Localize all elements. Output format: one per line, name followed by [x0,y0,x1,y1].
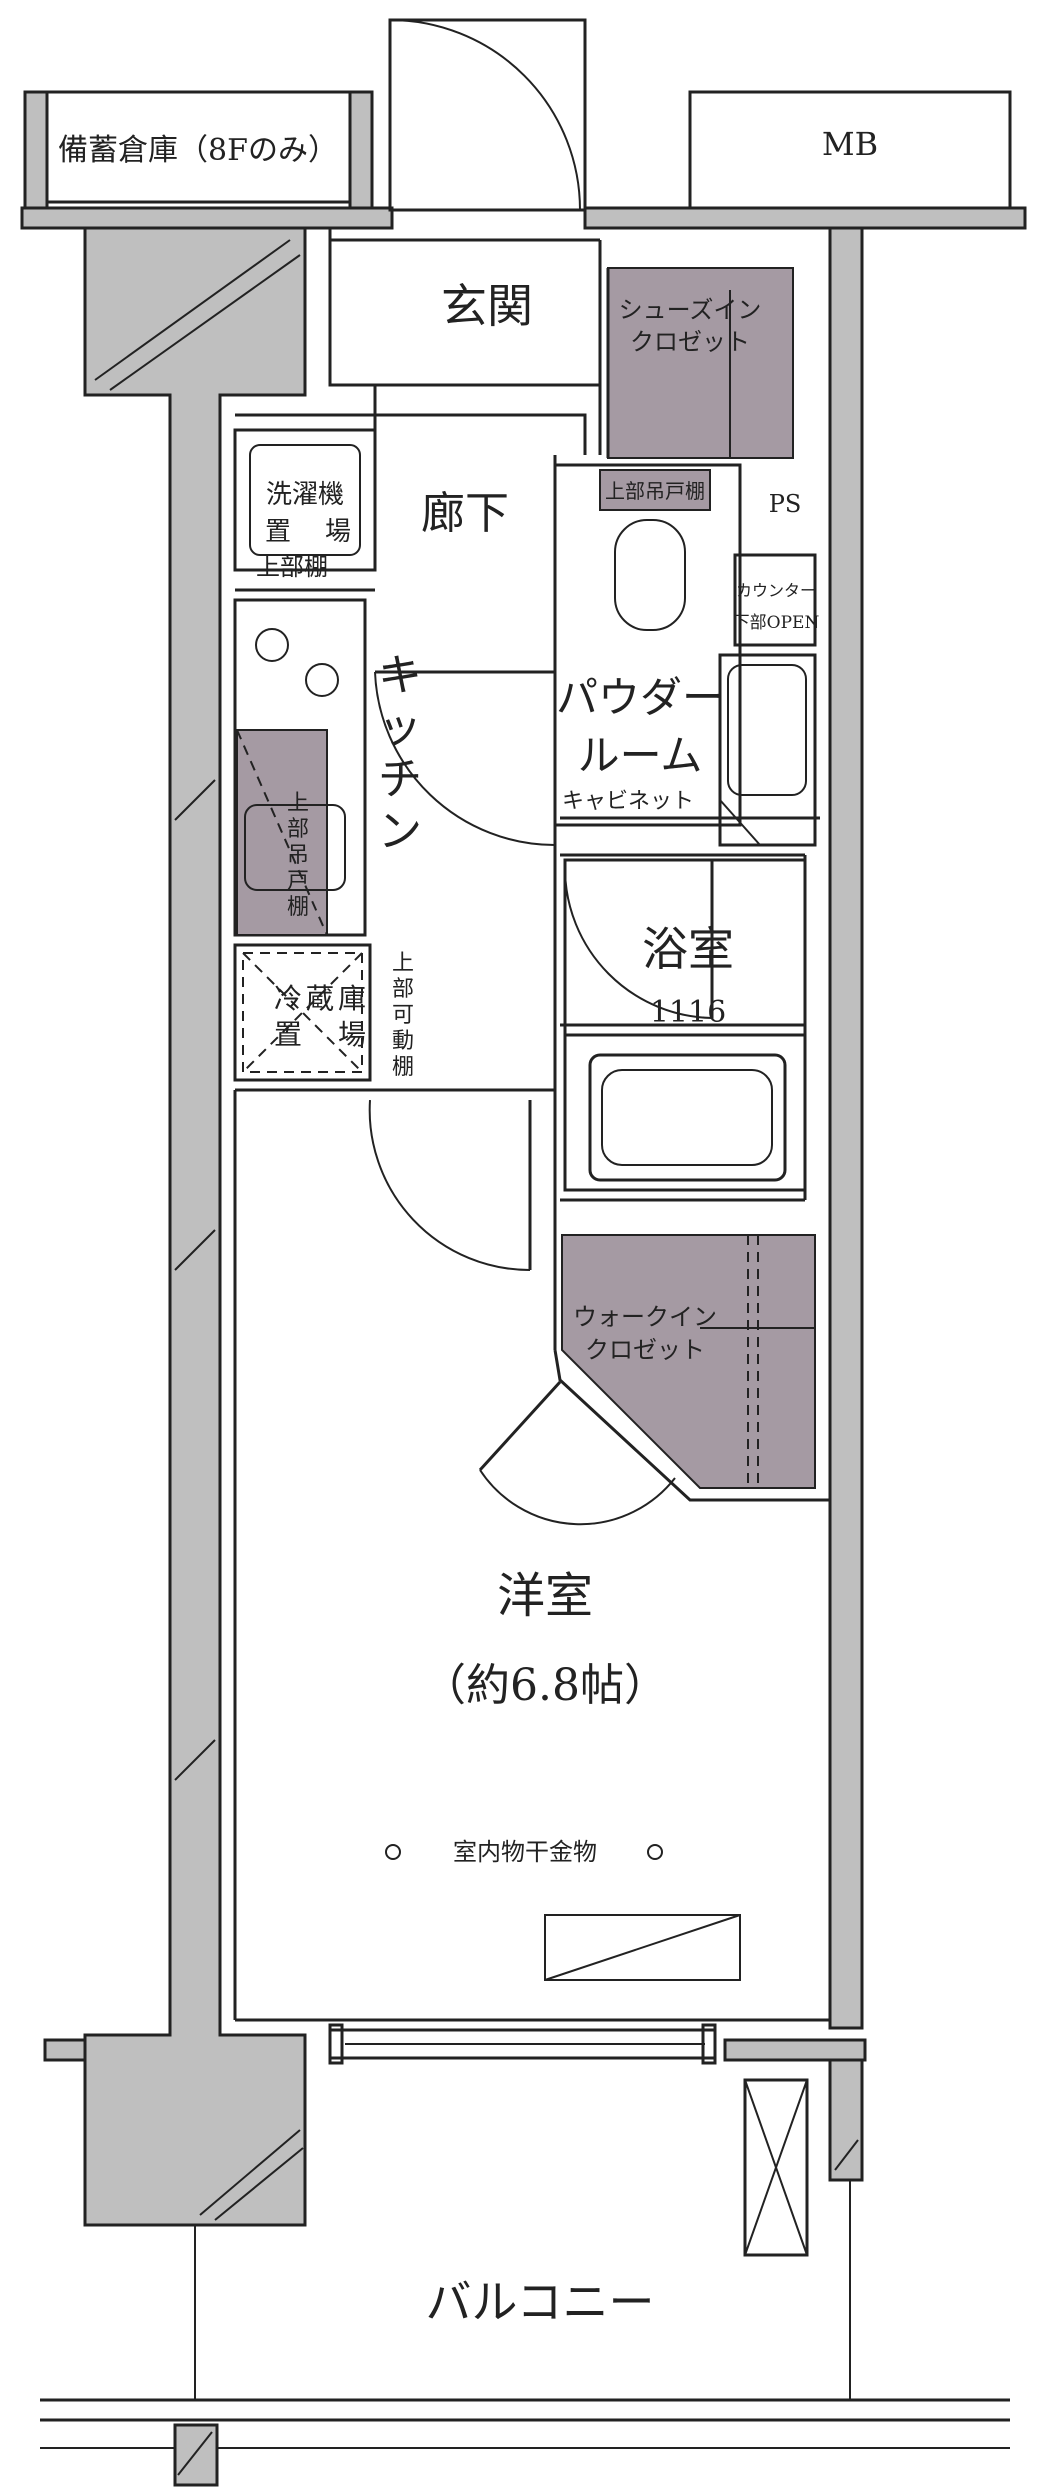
kitchen-label-4: ン [378,806,422,857]
powder-label-2: ルーム [578,731,703,780]
western-room-label: 洋室 [497,1568,593,1624]
ps-label: PS [769,490,802,518]
mb-label: MB [822,125,878,163]
room-door[interactable] [368,1099,532,1272]
kitchen-cabinet-label-2: 部 [287,817,309,842]
kitchen-cabinet-label-1: 上 [287,791,309,816]
kitchen-door[interactable] [374,670,556,846]
toilet-room [553,463,817,847]
right-wall [828,226,864,2182]
bottom-wall [43,2023,867,2065]
fridge-label-2a: 置 [274,1018,302,1051]
kitchen-label-1: キ [378,650,422,701]
wic-door[interactable] [478,1380,676,1526]
counter-label-2: 下部OPEN [733,613,820,633]
fridge-area [233,943,372,1082]
movable-shelf-label-4: 動 [392,1029,414,1054]
kitchen-cabinet-label-3: 吊 [287,843,309,868]
shoe-closet-label-1: シューズイン [619,296,762,324]
toilet-cabinet-label: 上部吊戸棚 [605,479,705,503]
movable-shelf-label-2: 部 [392,977,414,1002]
bath-size-label: 1116 [650,995,726,1030]
drying-rack-label: 室内物干金物 [453,1838,597,1866]
counter-label-1: カウンター [736,581,816,600]
washer-label-1: 洗濯機 [266,480,344,510]
entrance-label: 玄関 [441,279,533,333]
kitchen-counter [233,598,367,937]
outdoor-unit [743,2078,809,2257]
movable-shelf-label-5: 棚 [392,1055,414,1080]
bathroom [563,858,807,1192]
kitchen-label-2: ッ [378,702,422,753]
fridge-label-1a: 冷 [274,982,302,1015]
bath-label: 浴室 [642,922,734,976]
washer-label-2a: 置 [265,517,291,547]
wic-label-2: クロゼット [585,1336,705,1364]
fridge-label-1b: 蔵 [306,982,334,1015]
storage-box [23,90,374,214]
washer-area [233,428,377,592]
balcony-rail [40,2180,1010,2487]
kitchen-cabinet-label-5: 棚 [287,895,309,920]
western-room-size-label: （約6.8帖） [422,1660,668,1711]
fridge-label-1c: 庫 [338,982,366,1015]
drying-rack [385,1844,741,1981]
balcony-label: バルコニー [425,2275,654,2329]
movable-shelf-label-1: 上 [392,951,414,976]
storage-label: 備蓄倉庫（8Fのみ） [58,133,338,168]
powder-label-1: パウダー [556,673,724,722]
cabinet-label: キャビネット [562,789,694,814]
movable-shelf-label-3: 可 [392,1003,414,1028]
washer-shelf-label: 上部棚 [256,553,328,581]
corridor-label: 廊下 [421,488,509,539]
shoe-closet [606,267,794,459]
shoe-closet-label-2: クロゼット [630,328,750,356]
left-wall [83,226,307,2227]
washer-label-2b: 場 [325,517,351,547]
fridge-label-2b: 場 [338,1018,366,1051]
wic-label-1: ウォークイン [573,1303,717,1331]
walk-in-closet [561,1234,816,1489]
kitchen-label-3: チ [378,754,422,805]
kitchen-cabinet-label-4: 戸 [287,869,309,894]
top-wall [20,206,1027,230]
entrance-door[interactable] [388,18,587,212]
